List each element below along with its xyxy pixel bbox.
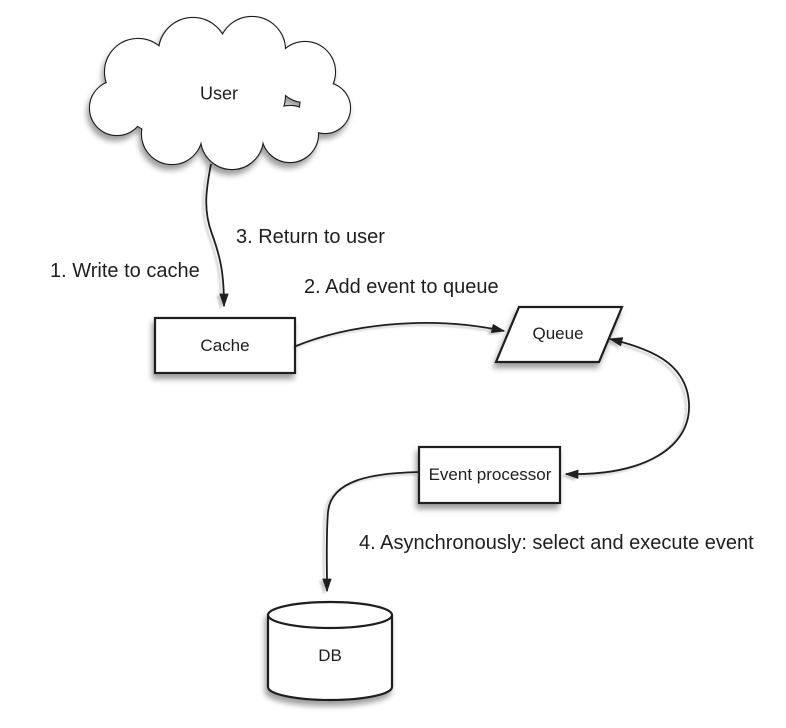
annotation-step-4: 4. Asynchronously: select and execute ev… xyxy=(359,532,754,554)
user-node-label: User xyxy=(199,83,239,104)
annotation-step-1: 1. Write to cache xyxy=(50,260,200,282)
db-cylinder xyxy=(266,600,394,702)
event-processor-node-label: Event processor xyxy=(428,465,552,484)
user-cloud xyxy=(88,15,352,171)
annotation-step-2: 2. Add event to queue xyxy=(304,276,499,298)
arrow-event-processor-to-db xyxy=(322,471,420,593)
queue-node-label: Queue xyxy=(532,324,584,343)
event-processor-box xyxy=(417,445,562,505)
arrow-queue-event-processor-bidirectional xyxy=(564,337,690,479)
annotation-step-3: 3. Return to user xyxy=(236,226,385,248)
cache-node-label: Cache xyxy=(200,336,250,355)
cache-box xyxy=(153,316,297,375)
arrow-cache-to-queue xyxy=(295,321,506,347)
db-node-label: DB xyxy=(318,646,342,665)
arrow-user-to-cache xyxy=(205,163,229,308)
